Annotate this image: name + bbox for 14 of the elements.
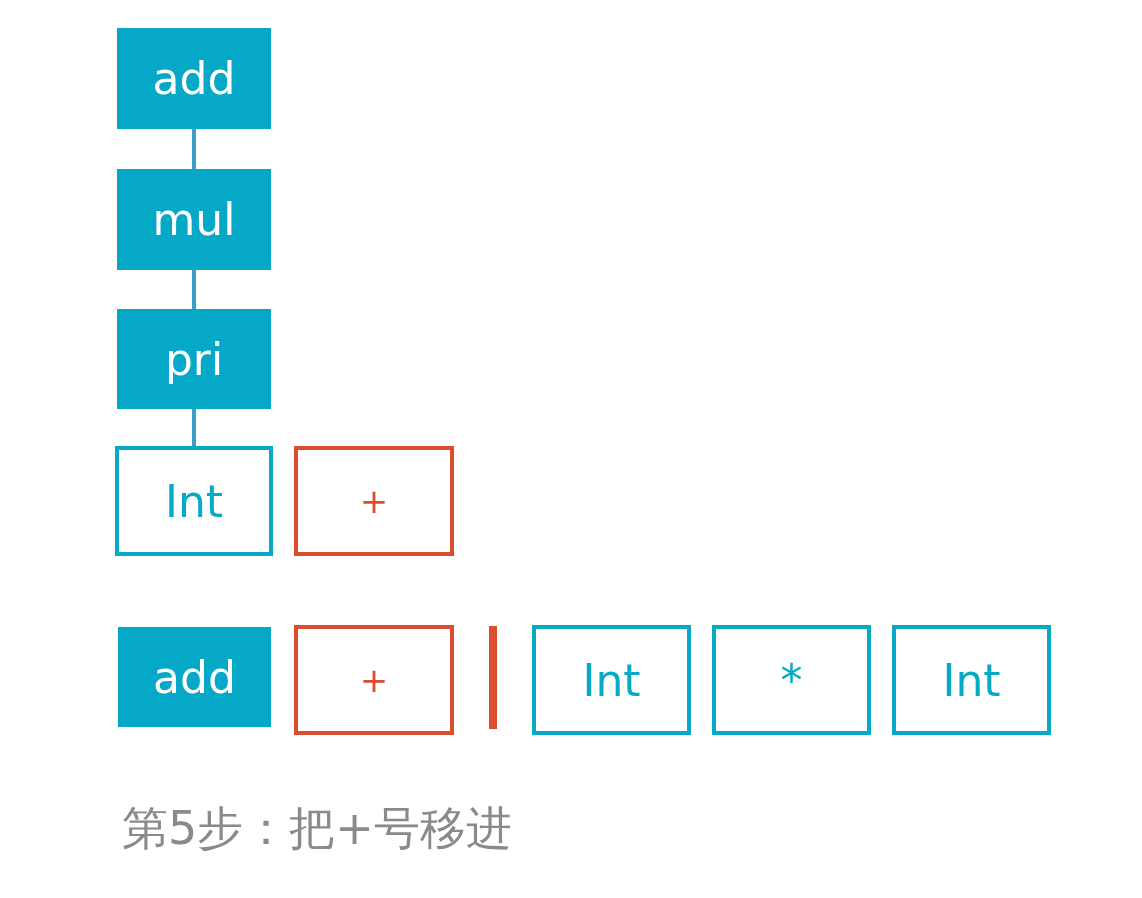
outlined-box: Int [892,625,1051,735]
filled-box: mul [117,169,271,270]
caption: 第5步：把+号移进 [122,800,512,857]
filled-box: add [117,28,271,129]
filled-box: add [118,627,271,727]
filled-box: pri [117,309,271,409]
outlined-box: Int [115,446,273,556]
connector-line [192,270,196,309]
connector-line [192,129,196,169]
outlined-box: + [294,625,454,735]
outlined-box: + [294,446,454,556]
outlined-box: Int [532,625,691,735]
outlined-box: * [712,625,871,735]
connector-line [192,409,196,446]
